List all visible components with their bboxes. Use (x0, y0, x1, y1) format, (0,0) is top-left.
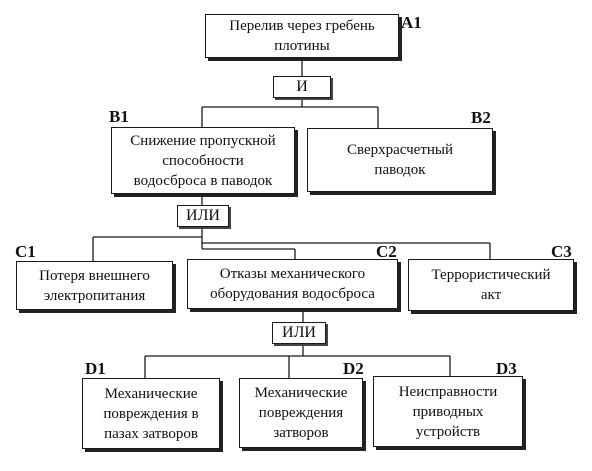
event-c3-box: Террористический акт (408, 259, 574, 311)
event-b2-box: Сверхрасчетный паводок (307, 128, 493, 192)
event-c2-text: Отказы механического оборудования водосб… (210, 266, 375, 302)
event-a1-box: Перелив через гребень плотины (205, 14, 399, 58)
event-d1-text: Механические повреждения в пазах затворо… (103, 385, 199, 442)
or-gate-lower: ИЛИ (272, 322, 326, 344)
event-b2-code: B2 (471, 108, 491, 127)
event-c1-box: Потеря внешнего электропитания (16, 261, 173, 310)
event-d1-code: D1 (85, 359, 106, 378)
event-b1-code: B1 (109, 107, 129, 126)
event-a1-code: A1 (401, 13, 422, 32)
event-d3-code: D3 (496, 359, 517, 378)
event-d3-text: Неисправности приводных устройств (398, 383, 498, 440)
event-d2-code: D2 (343, 359, 364, 378)
event-d2-text: Механические повреждения затворов (254, 385, 348, 441)
event-a1-text: Перелив через гребень плотины (229, 18, 375, 54)
event-c2-code: C2 (376, 242, 397, 261)
event-c3-text: Террористический акт (431, 267, 551, 303)
event-d3-box: Неисправности приводных устройств (373, 376, 523, 447)
and-gate-top: И (273, 76, 331, 98)
event-c1-text: Потеря внешнего электропитания (39, 267, 150, 304)
event-c2-box: Отказы механического оборудования водосб… (187, 259, 398, 309)
event-c1-code: C1 (15, 242, 36, 261)
event-b2-text: Сверхрасчетный паводок (346, 142, 454, 178)
event-d1-box: Механические повреждения в пазах затворо… (82, 378, 220, 449)
event-b1-text: Снижение пропускной способности водосбро… (130, 132, 276, 189)
or-gate-middle: ИЛИ (177, 205, 229, 227)
event-d2-box: Механические повреждения затворов (239, 378, 363, 448)
event-b1-box: Снижение пропускной способности водосбро… (111, 127, 295, 194)
event-c3-code: C3 (551, 242, 572, 261)
